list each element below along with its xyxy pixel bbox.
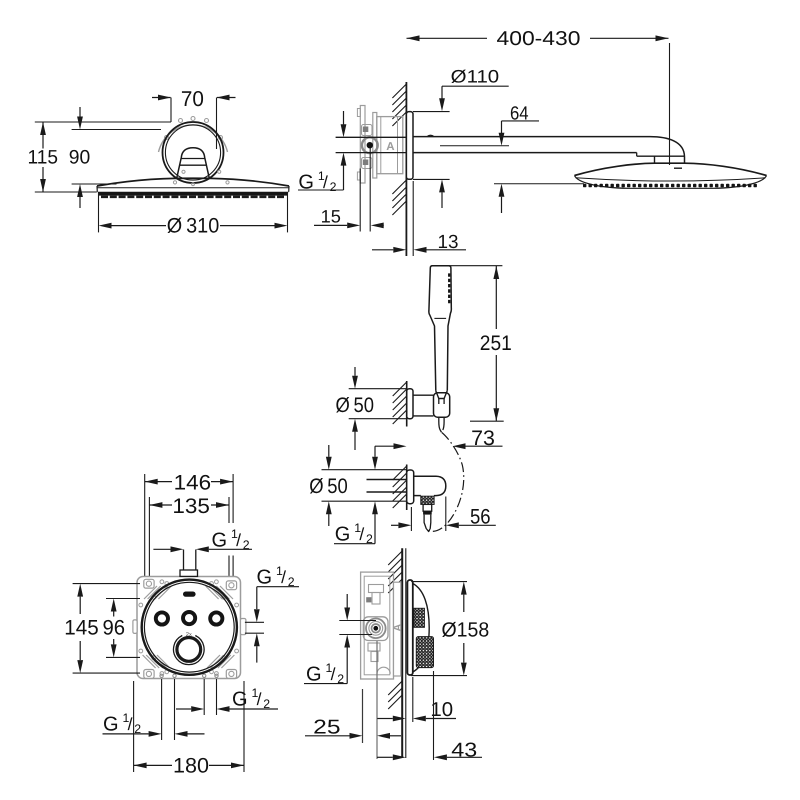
svg-text:146: 146	[174, 471, 212, 494]
svg-text:G: G	[298, 172, 314, 194]
svg-text:G: G	[232, 689, 248, 711]
svg-text:Ø 50: Ø 50	[336, 394, 375, 417]
svg-text:Ø158: Ø158	[442, 618, 490, 641]
svg-text:A: A	[386, 141, 394, 153]
svg-text:/: /	[331, 664, 336, 684]
svg-text:1: 1	[354, 521, 361, 535]
svg-text:56: 56	[470, 506, 491, 529]
svg-text:43: 43	[451, 739, 477, 761]
svg-text:180: 180	[173, 755, 209, 778]
svg-text:G: G	[306, 664, 322, 686]
svg-text:1: 1	[252, 686, 259, 700]
svg-text:2: 2	[243, 538, 250, 552]
svg-text:64: 64	[510, 104, 529, 125]
svg-text:400-430: 400-430	[497, 28, 581, 50]
svg-text:G: G	[103, 714, 119, 736]
svg-text:145: 145	[64, 617, 98, 640]
svg-text:/: /	[257, 689, 262, 709]
svg-text:15: 15	[321, 206, 341, 226]
svg-text:2: 2	[366, 532, 373, 546]
svg-text:2: 2	[337, 672, 344, 686]
svg-text:G: G	[257, 567, 273, 589]
svg-text:/: /	[236, 530, 241, 550]
svg-text:73: 73	[471, 427, 495, 450]
svg-text:Ø110: Ø110	[451, 66, 500, 86]
svg-text:10: 10	[430, 699, 453, 721]
svg-text:1: 1	[276, 564, 283, 578]
svg-text:70: 70	[181, 87, 204, 111]
svg-text:1: 1	[231, 527, 238, 541]
svg-text:1: 1	[318, 169, 325, 183]
svg-text:G: G	[212, 529, 228, 551]
svg-text:Ø 310: Ø 310	[167, 214, 220, 237]
svg-text:2: 2	[263, 697, 270, 711]
svg-text:/: /	[323, 172, 328, 192]
svg-text:115: 115	[28, 147, 59, 169]
svg-text:25: 25	[313, 717, 340, 739]
svg-text:2: 2	[288, 575, 295, 589]
svg-text:90: 90	[69, 147, 91, 169]
svg-text:1: 1	[123, 711, 130, 725]
svg-text:/: /	[128, 714, 133, 734]
svg-text:2: 2	[134, 722, 141, 736]
svg-text:1: 1	[326, 661, 333, 675]
svg-text:2x: 2x	[186, 632, 192, 638]
svg-text:A: A	[392, 624, 404, 632]
svg-text:/: /	[281, 567, 286, 587]
svg-text:Ø 50: Ø 50	[309, 475, 348, 498]
svg-text:13: 13	[438, 232, 459, 253]
svg-text:96: 96	[103, 617, 126, 640]
svg-text:G: G	[335, 524, 351, 546]
svg-text:2: 2	[330, 180, 337, 194]
svg-text:251: 251	[480, 332, 512, 355]
svg-text:/: /	[359, 524, 364, 544]
svg-text:135: 135	[172, 495, 210, 518]
